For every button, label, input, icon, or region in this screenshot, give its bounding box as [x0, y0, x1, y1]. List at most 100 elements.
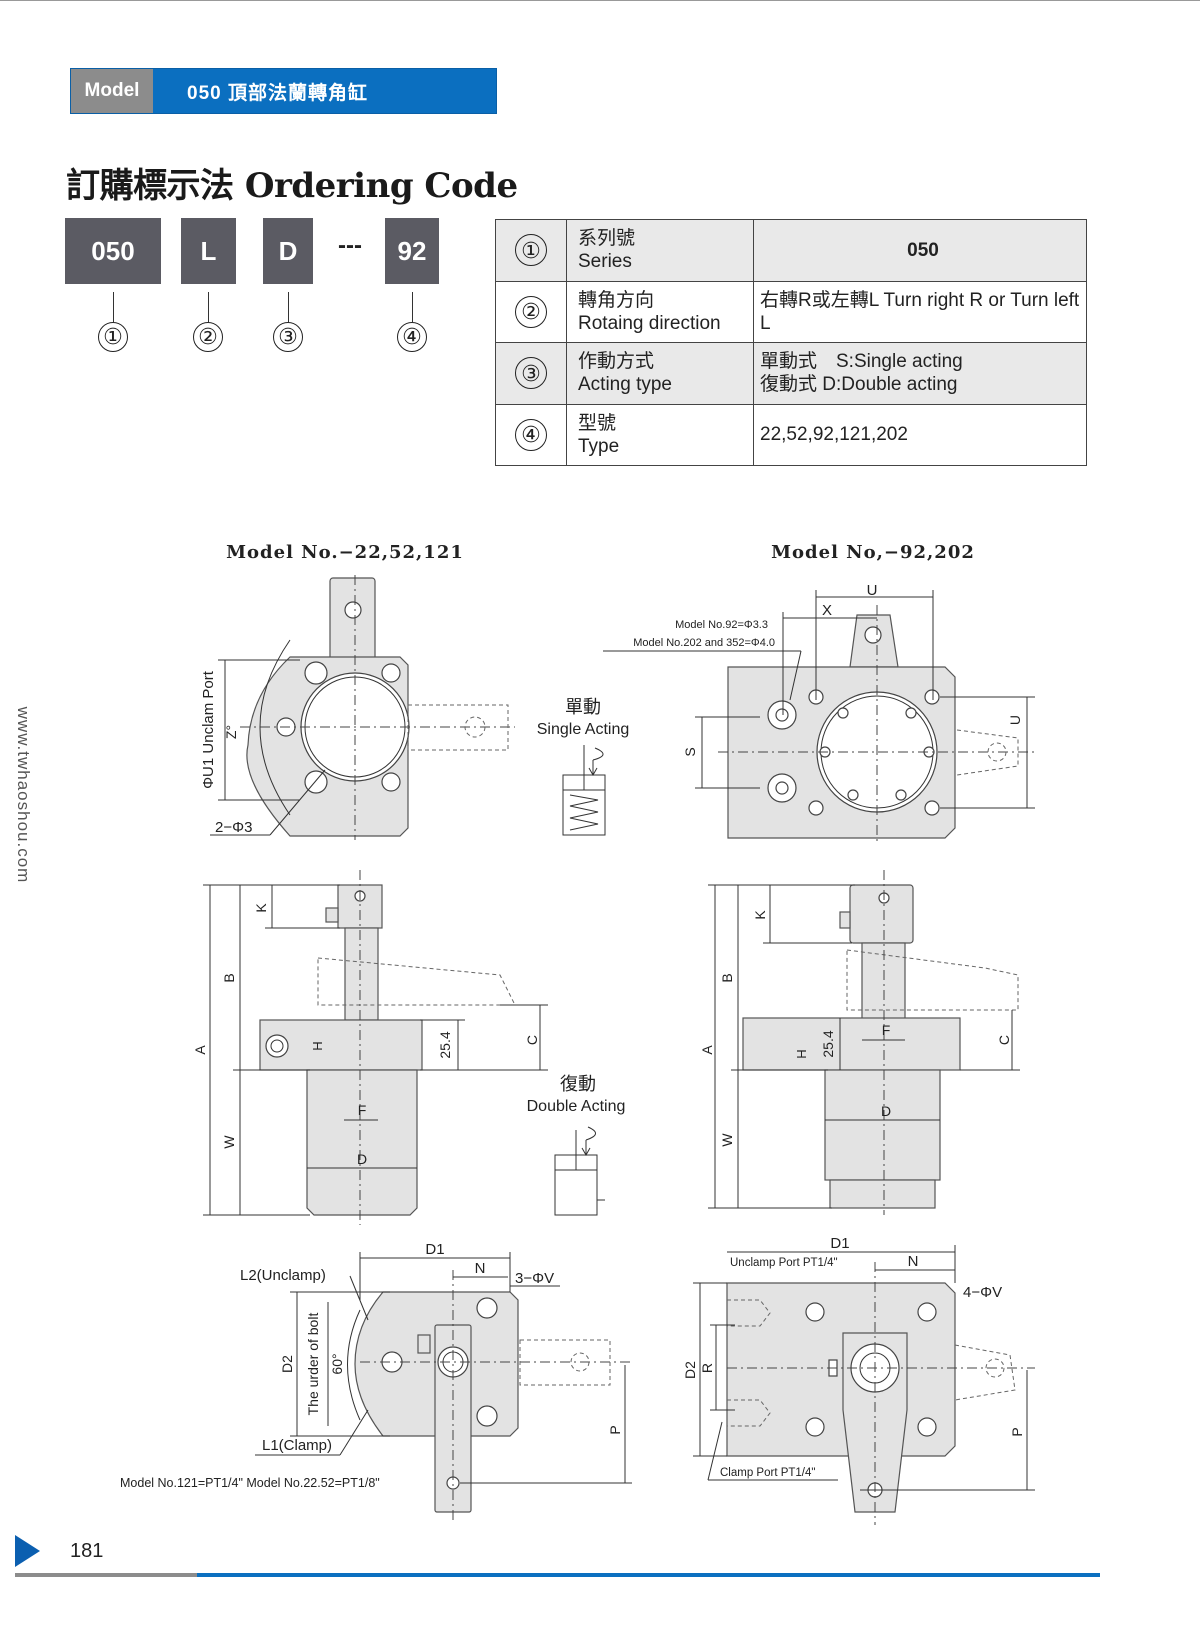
hole-note-92: Model No.92=Φ3.3 — [675, 619, 768, 631]
code-direction: L — [181, 218, 236, 284]
top-view-left: ΦU1 Unclam Port Z° 2−Φ3 — [200, 575, 515, 840]
row-value-line2: 復動式 D:Double acting — [760, 374, 958, 396]
label-zh: 系列號 — [578, 228, 636, 250]
b-dim-label: B — [221, 973, 237, 982]
a-dim-label: A — [699, 1045, 715, 1055]
z-angle-label: Z° — [223, 725, 239, 739]
left-drawing-title: Model No.−22,52,121 — [226, 542, 464, 563]
u-dim-label: U — [867, 582, 878, 599]
label-zh: 轉角方向 — [578, 289, 655, 311]
d1-dim-label: D1 — [425, 1241, 444, 1258]
b-dim-label: B — [719, 973, 735, 982]
holes-v-label: 4−ΦV — [963, 1284, 1002, 1301]
bottom-view-right: D1 N 4−ΦV Unclamp Port PT1/4" Clamp Port… — [682, 1235, 1035, 1525]
c-dim-label: C — [524, 1035, 540, 1045]
d1-dim-label: D1 — [830, 1235, 849, 1252]
d2-dim-label: D2 — [279, 1355, 295, 1373]
side-view-right: A B K W C 25.4 H F D — [699, 870, 1020, 1215]
d2-dim-label: D2 — [682, 1361, 698, 1379]
k-dim-label: K — [253, 903, 269, 913]
marker-1: ① — [98, 322, 128, 352]
single-acting-en: Single Acting — [537, 721, 630, 738]
leader-line — [288, 292, 289, 322]
top-view-right: U X Model No.92=Φ3.3 Model No.202 and 35… — [603, 582, 1035, 845]
row-value-line1: 單動式 S:Single acting — [760, 351, 963, 373]
dim-25-4-label: 25.4 — [820, 1030, 836, 1057]
angle-60-label: 60° — [329, 1353, 345, 1374]
bolt-order-label: The urder of bolt — [305, 1313, 321, 1416]
footer-rule-blue — [197, 1573, 1100, 1577]
top-rule — [0, 0, 1200, 1]
h-dim-label: H — [794, 1049, 809, 1058]
single-acting-symbol-icon — [562, 745, 606, 836]
holes-v-label: 3−ΦV — [515, 1270, 554, 1287]
model-banner: Model 050 頂部法蘭轉角缸 — [70, 68, 497, 114]
marker-3: ③ — [273, 322, 303, 352]
p-dim-label: P — [1009, 1427, 1025, 1436]
label-zh: 作動方式 — [578, 351, 655, 373]
row-value: 右轉R或左轉L Turn right R or Turn left L — [753, 280, 1087, 343]
row-number: ② — [515, 295, 547, 328]
code-separator: --- — [338, 232, 362, 259]
model-title: 050 頂部法蘭轉角缸 — [187, 82, 368, 104]
code-type: 92 — [385, 218, 439, 284]
label-en: Rotaing direction — [578, 312, 721, 334]
leader-line — [208, 292, 209, 322]
s-dim-label: S — [682, 747, 698, 756]
label-zh: 型號 — [578, 412, 617, 434]
leader-line — [113, 292, 114, 322]
k-dim-label: K — [752, 910, 768, 920]
double-acting-zh: 復動 — [560, 1074, 596, 1094]
unclamp-port-label: Unclamp Port PT1/4" — [730, 1257, 838, 1269]
n-dim-label: N — [475, 1260, 486, 1277]
u-side-dim-label: U — [1007, 715, 1023, 725]
double-acting-en: Double Acting — [527, 1098, 626, 1115]
right-drawing-title: Model No,−92,202 — [771, 542, 975, 563]
f-dim-label: F — [882, 1022, 891, 1038]
side-view-left: A B K W C 25.4 H F D — [192, 870, 548, 1225]
label-en: Acting type — [578, 374, 672, 396]
clamp-port-label: Clamp Port PT1/4" — [720, 1467, 815, 1479]
port-size-note: Model No.121=PT1/4" Model No.22.52=PT1/8… — [120, 1476, 380, 1490]
h-dim-label: H — [310, 1041, 325, 1050]
n-dim-label: N — [908, 1253, 919, 1270]
double-acting-symbol-icon — [554, 1126, 605, 1216]
footer-rule-gray — [15, 1573, 197, 1577]
marker-2: ② — [193, 322, 223, 352]
single-acting-zh: 單動 — [565, 697, 601, 717]
code-acting: D — [263, 218, 313, 284]
dim-25-4-label: 25.4 — [437, 1031, 453, 1058]
d-dim-label: D — [881, 1103, 891, 1119]
l2-unclamp-label: L2(Unclamp) — [240, 1267, 326, 1284]
page-number: 181 — [70, 1540, 104, 1562]
row-number: ① — [515, 234, 547, 267]
w-dim-label: W — [221, 1135, 237, 1149]
x-dim-label: X — [822, 602, 832, 619]
f-dim-label: F — [358, 1102, 367, 1118]
bottom-view-left: D1 N 3−ΦV L2(Unclamp) L1(Clamp) D2 The u… — [120, 1241, 632, 1520]
w-dim-label: W — [719, 1133, 735, 1147]
label-en: Type — [578, 435, 620, 457]
r-dim-label: R — [699, 1363, 715, 1373]
unclamp-port-label: ΦU1 Unclam Port — [200, 670, 217, 789]
a-dim-label: A — [192, 1045, 208, 1055]
page-marker-icon — [15, 1535, 40, 1567]
row-number: ③ — [515, 357, 547, 390]
d-dim-label: D — [357, 1151, 367, 1167]
row-value: 050 — [753, 219, 1087, 282]
holes-label: 2−Φ3 — [215, 819, 252, 836]
section-title: 訂購標示法 Ordering Code — [66, 166, 518, 206]
code-series: 050 — [65, 218, 161, 284]
label-en: Series — [578, 251, 632, 273]
p-dim-label: P — [607, 1425, 623, 1434]
row-number: ④ — [515, 418, 547, 451]
c-dim-label: C — [996, 1035, 1012, 1045]
marker-4: ④ — [397, 322, 427, 352]
model-label: Model — [71, 69, 153, 113]
l1-clamp-label: L1(Clamp) — [262, 1437, 332, 1454]
